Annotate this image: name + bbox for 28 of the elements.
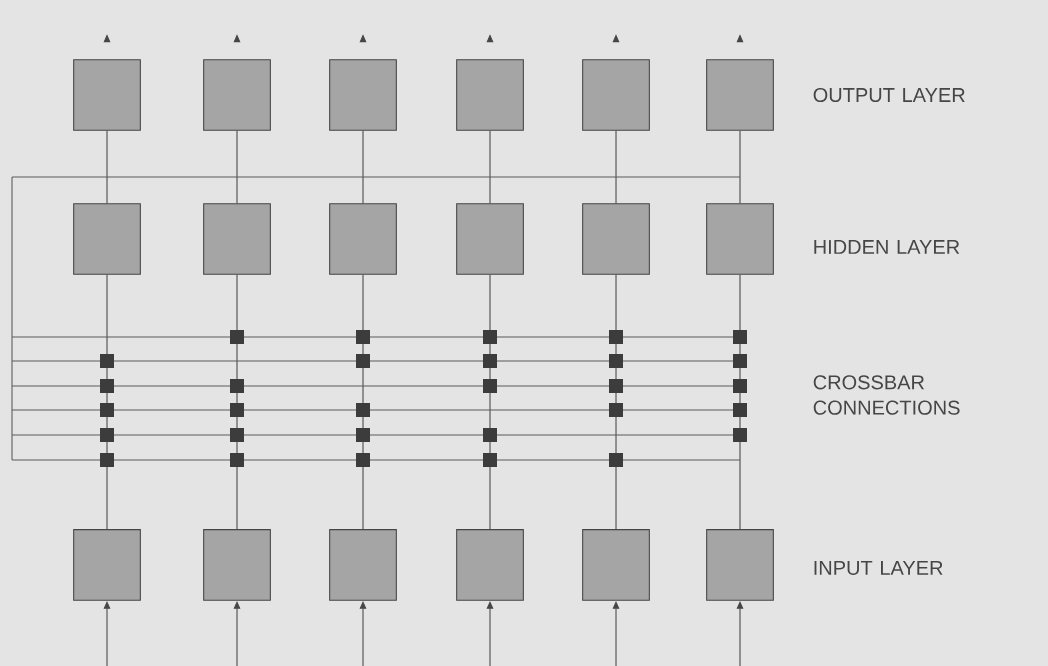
neuron-box <box>203 59 271 131</box>
arrow <box>612 34 620 43</box>
arrow <box>233 34 241 43</box>
neuron-box <box>706 59 774 131</box>
neuron-box <box>329 203 397 275</box>
neuron-box <box>203 203 271 275</box>
layer-label: HIDDEN LAYER <box>814 240 960 254</box>
neuron-box <box>582 59 650 131</box>
arrow <box>736 34 744 43</box>
neuron-box <box>73 529 141 601</box>
neuron-box <box>329 59 397 131</box>
neuron-box <box>706 529 774 601</box>
layer-label: OUTPUT LAYER <box>813 87 965 103</box>
neuron-box <box>582 203 650 275</box>
neuron-box <box>582 529 650 601</box>
neuron-box <box>73 203 141 275</box>
layer-label: INPUT LAYER <box>814 561 943 575</box>
neuron-box <box>456 529 524 601</box>
neuron-box <box>706 203 774 275</box>
neuron-box <box>456 203 524 275</box>
layer-label: CROSSBAR CONNECTIONS <box>813 375 960 415</box>
arrow <box>103 34 111 43</box>
neuron-box <box>456 59 524 131</box>
arrow <box>359 34 367 43</box>
neuron-box <box>203 529 271 601</box>
neuron-box <box>73 59 141 131</box>
arrow <box>486 34 494 43</box>
neuron-box <box>329 529 397 601</box>
